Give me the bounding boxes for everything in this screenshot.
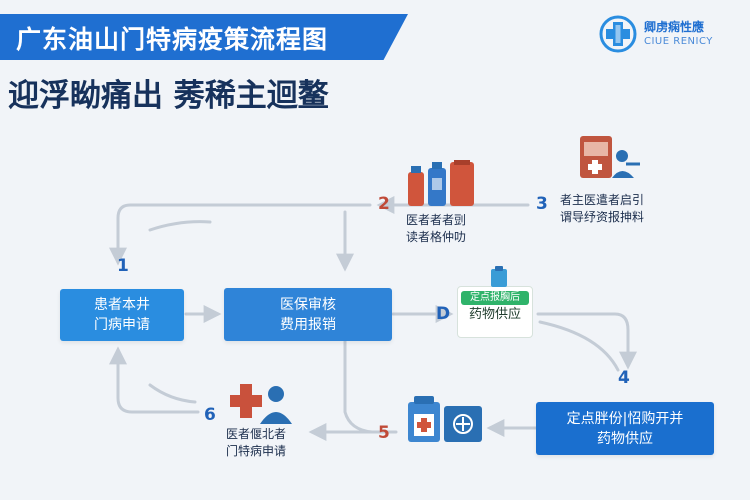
caption-3-line2: 谓导纾资报抻料	[560, 210, 645, 224]
step-review-line2: 费用报销	[280, 316, 336, 333]
arrow-review-to-5	[343, 336, 374, 434]
arrow-2-to-1	[109, 203, 372, 266]
medicine-bottles-icon	[408, 160, 474, 206]
arrow-6-to-1	[109, 346, 200, 414]
caption-6-line1: 医者偃北者	[226, 427, 287, 441]
step-insurance-review[interactable]: 医保审核 费用报销	[224, 288, 392, 341]
drug-supply-tag[interactable]: 定点报胸后 药物供应	[457, 286, 533, 338]
doctor-consult-icon	[580, 136, 640, 178]
step-patient-line2: 门病申请	[94, 317, 150, 333]
step-review-line1: 医保审核	[280, 296, 336, 313]
step-number-5: 5	[378, 423, 390, 443]
logo-subtext: CIUE RENICY	[644, 36, 713, 47]
caption-6-line2: 门特病申请	[226, 444, 287, 458]
logo-name: 卿虏痫性應	[644, 20, 705, 34]
caption-2-line1: 医者者者剅	[406, 213, 467, 227]
caption-step-2: 医者者者剅 读者格仲叻	[406, 212, 466, 246]
page-title: 广东油山门特病疫策流程图	[16, 25, 329, 54]
caption-step-6: 医者偃北者 门特病申请	[226, 426, 286, 460]
drug-supply-chip: 定点报胸后	[461, 291, 529, 305]
step-number-d: D	[436, 304, 451, 324]
caption-2-line2: 读者格仲叻	[406, 230, 467, 244]
step-patient-line1: 患者本井	[94, 297, 150, 313]
doctor-patient-icon	[230, 384, 292, 424]
arrow-arc-bottom	[148, 383, 197, 404]
step-pharmacy-supply[interactable]: 定点胖份|怊购开并 药物供应	[536, 402, 714, 455]
step-patient-application[interactable]: 患者本井 门病申请	[60, 289, 184, 341]
step-number-1: 1	[117, 256, 129, 276]
medical-kit-icon	[408, 396, 482, 442]
step-number-3: 3	[536, 194, 548, 214]
step-number-4: 4	[618, 368, 630, 388]
arrow-d-to-4	[536, 312, 637, 370]
step-number-2: 2	[378, 194, 390, 214]
caption-step-3: 者主医遣者启引 谓导纾资报抻料	[560, 192, 644, 226]
arrow-arc-top	[148, 220, 212, 232]
step-pharmacy-line2: 药物供应	[597, 430, 653, 447]
clipboard-icon	[491, 266, 507, 287]
header-banner: 广东油山门特病疫策流程图	[0, 14, 408, 60]
medical-cross-logo-icon	[599, 15, 637, 53]
step-number-6: 6	[204, 405, 216, 425]
caption-3-line1: 者主医遣者启引	[560, 193, 645, 207]
step-pharmacy-line1: 定点胖份|怊购开并	[566, 410, 684, 427]
page-subtitle: 迎浮眑痛出 莠稀主迴鳌	[8, 78, 329, 114]
drug-supply-text: 药物供应	[468, 307, 521, 322]
arrow-arc-right	[538, 320, 620, 372]
